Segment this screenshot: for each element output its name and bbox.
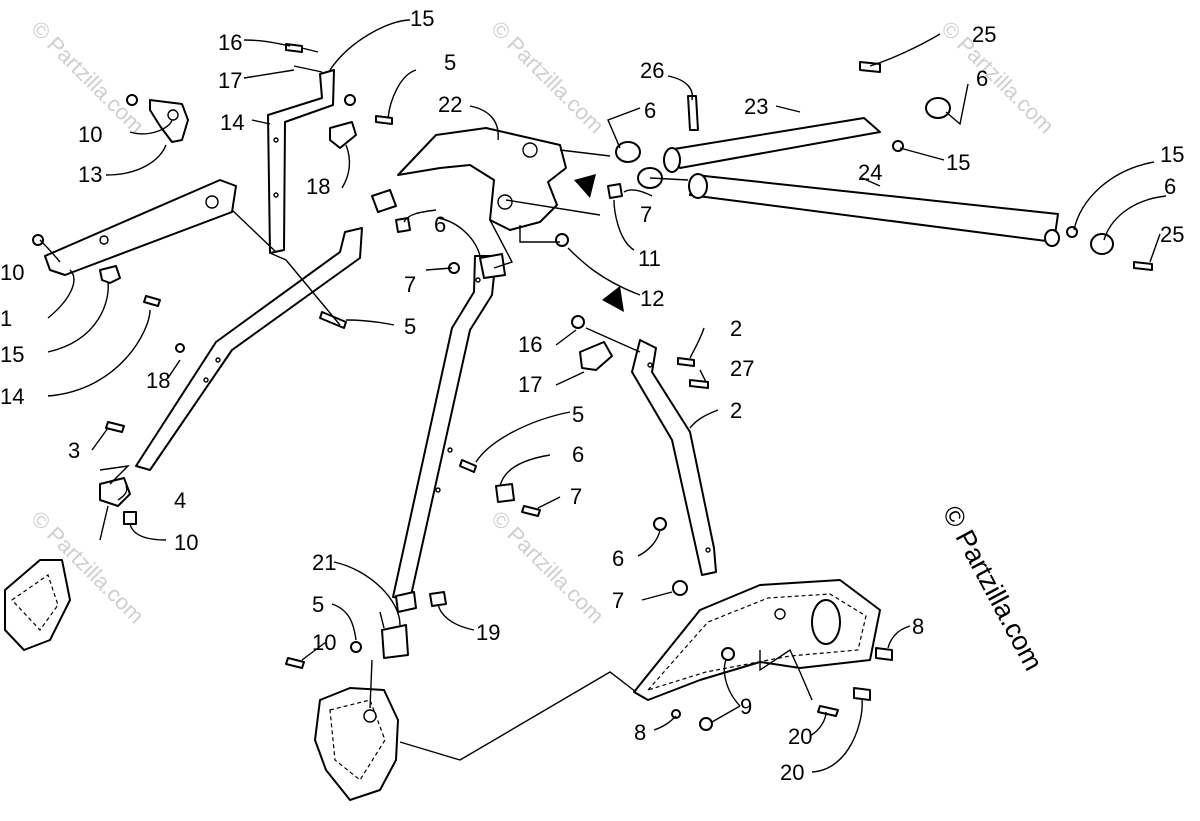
callout-6: 6 bbox=[644, 98, 656, 123]
tube-24 bbox=[688, 173, 1060, 247]
callout-17: 27 bbox=[730, 356, 754, 381]
callout-7: 10 bbox=[174, 530, 198, 555]
coupler-6-left bbox=[99, 477, 131, 507]
clamp-12 bbox=[99, 265, 121, 284]
callout-14: 14 bbox=[220, 110, 244, 135]
callout-1: 5 bbox=[404, 314, 416, 339]
left-support-bar-11 bbox=[44, 179, 237, 276]
callout-26: 26 bbox=[640, 58, 664, 83]
clamp-18-upper bbox=[329, 121, 357, 149]
callout-2: 5 bbox=[572, 402, 584, 427]
callout-16: 2 bbox=[730, 316, 742, 341]
coupler-6-center-lower bbox=[381, 591, 417, 659]
callout-15: 16 bbox=[518, 332, 542, 357]
fasteners bbox=[32, 43, 1153, 731]
callout-10: 10 bbox=[0, 260, 24, 285]
callout-19: 8 bbox=[912, 614, 924, 639]
callout-7: 11 bbox=[638, 246, 661, 271]
callout-5: 5 bbox=[444, 50, 456, 75]
arrow-lower bbox=[602, 286, 624, 312]
coupler-6-center-upper bbox=[479, 253, 506, 279]
callout-12: 15 bbox=[0, 342, 24, 367]
left-strut-14 bbox=[267, 69, 335, 254]
callout-22: 22 bbox=[438, 92, 462, 117]
callout-20-visible: 20 bbox=[780, 760, 804, 785]
callout-5: 3 bbox=[68, 438, 80, 463]
callout-5: 12 bbox=[640, 286, 664, 311]
callout-27: 14 bbox=[0, 384, 24, 409]
clamp-18-right bbox=[579, 341, 613, 371]
callout-7: 7 bbox=[404, 272, 416, 297]
callout-8: 10 bbox=[312, 630, 336, 655]
callout-8: 20 bbox=[788, 724, 812, 749]
callout-18: 18 bbox=[306, 174, 330, 199]
callout-6: 6 bbox=[1164, 174, 1176, 199]
right-strut-14 bbox=[631, 339, 717, 576]
callout-10: 10 bbox=[78, 122, 102, 147]
chassis-left-fragment bbox=[4, 559, 71, 651]
callout-24: 24 bbox=[858, 160, 882, 185]
callout-25: 25 bbox=[1160, 222, 1184, 247]
callout-18: 17 bbox=[518, 372, 542, 397]
callout-16: 16 bbox=[218, 30, 242, 55]
tube-23 bbox=[663, 117, 881, 173]
callout-17: 17 bbox=[218, 68, 242, 93]
callout-15: 15 bbox=[410, 6, 434, 31]
callout-9: 8 bbox=[634, 720, 646, 745]
left-post-1 bbox=[135, 227, 363, 471]
callout-10: 6 bbox=[612, 546, 624, 571]
callout-15: 15 bbox=[946, 150, 970, 175]
callout-6: 21 bbox=[312, 550, 336, 575]
left-upper-bracket-13 bbox=[149, 99, 189, 143]
callout-5: 19 bbox=[476, 620, 500, 645]
callout-6: 7 bbox=[640, 202, 652, 227]
mount-plate-right bbox=[633, 579, 881, 701]
callout-11: 1 bbox=[0, 306, 12, 331]
callout-14: 2 bbox=[730, 398, 742, 423]
callout-10: 9 bbox=[740, 694, 752, 719]
callout-3: 6 bbox=[572, 442, 584, 467]
callout-23: 23 bbox=[744, 94, 768, 119]
callout-15: 15 bbox=[1160, 142, 1184, 167]
callouts: 16 15 17 5 10 14 22 13 18 26 6 23 25 6 1… bbox=[0, 6, 1184, 749]
callout-6: 6 bbox=[976, 66, 988, 91]
leader-lines bbox=[39, 19, 1167, 773]
callout-7: 5 bbox=[312, 592, 324, 617]
callout-25: 25 bbox=[972, 22, 996, 47]
callout-6: 4 bbox=[174, 488, 186, 513]
callout-13: 13 bbox=[78, 162, 102, 187]
callout-6: 6 bbox=[434, 212, 446, 237]
callout-2: 18 bbox=[146, 368, 170, 393]
callout-21: 7 bbox=[612, 588, 624, 613]
callout-4: 7 bbox=[570, 484, 582, 509]
chassis-center-fragment bbox=[314, 687, 399, 801]
arrow-upper bbox=[574, 174, 596, 198]
